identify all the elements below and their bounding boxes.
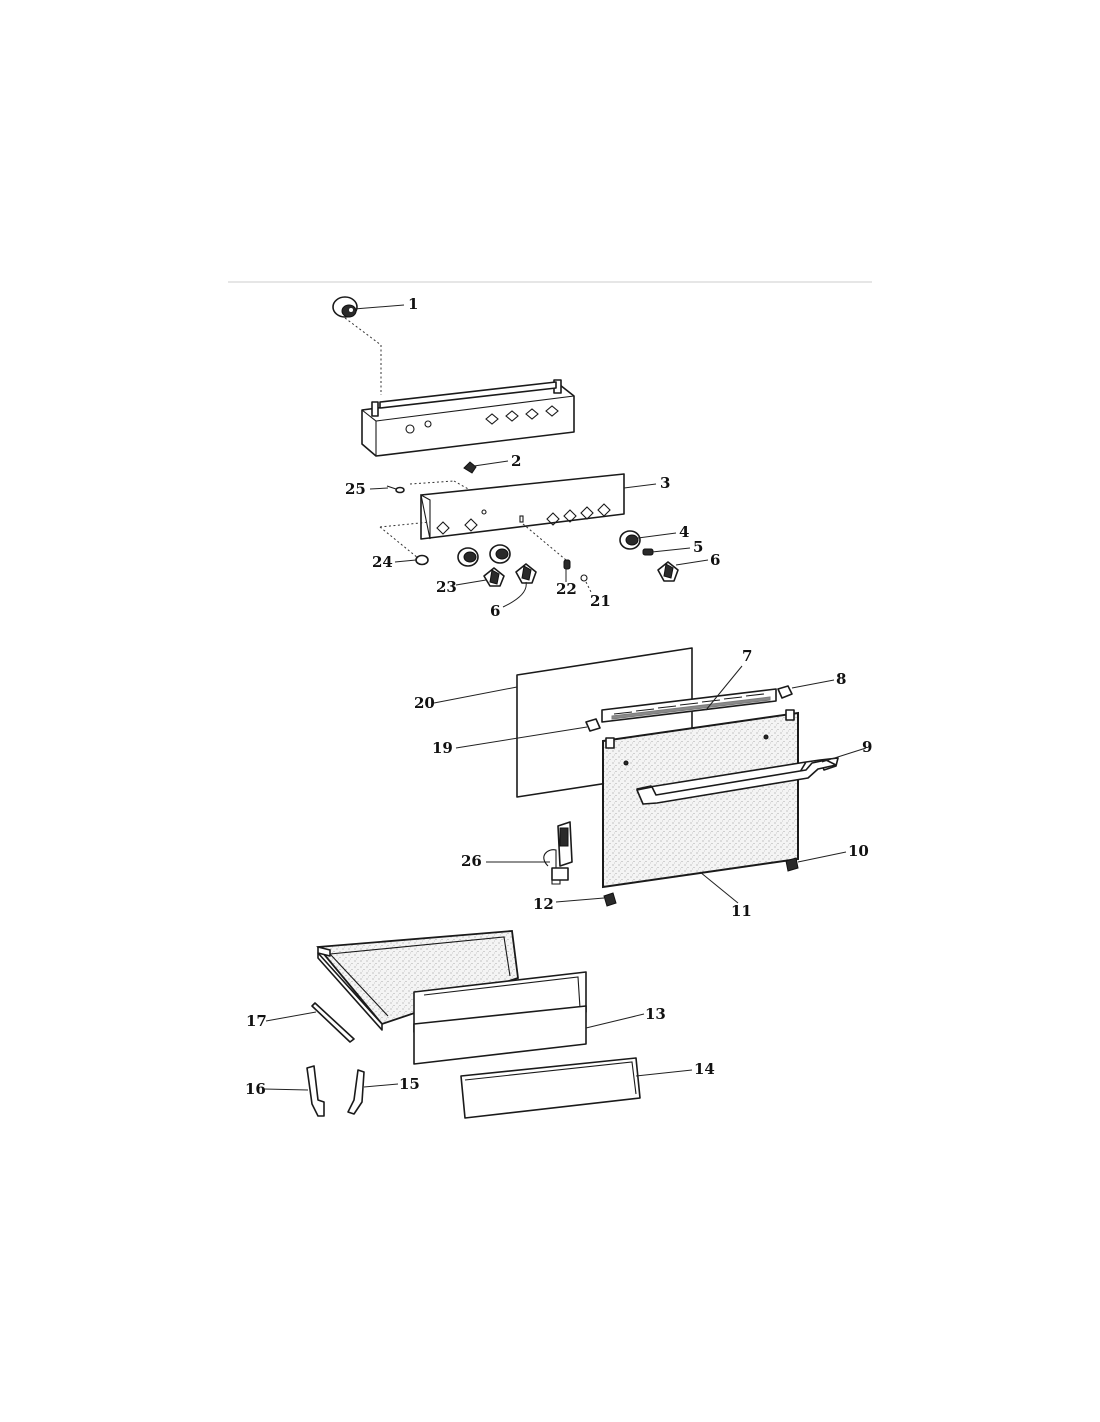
callout-9: 9 <box>862 738 872 756</box>
part-15-bracket <box>347 1069 365 1115</box>
callout-11: 11 <box>731 902 752 920</box>
callout-13: 13 <box>645 1005 666 1023</box>
dotted-guide-22 <box>522 523 567 561</box>
part-4-knob-base <box>619 530 641 550</box>
callout-26: 26 <box>461 852 482 870</box>
callout-10: 10 <box>848 842 869 860</box>
part-1-knob <box>332 296 358 318</box>
dotted-guide-25b <box>453 480 471 491</box>
part-23-knob <box>483 567 505 587</box>
part-19-clip <box>585 718 601 732</box>
callout-numbers: 1 2 3 4 5 6 6 7 8 9 10 11 12 13 14 15 16… <box>245 295 872 1098</box>
callout-6-left: 6 <box>490 602 500 620</box>
callout-16: 16 <box>245 1080 266 1098</box>
part-25-pin <box>386 485 405 494</box>
callout-19: 19 <box>432 739 453 757</box>
part-3-front-control-panel <box>420 473 625 540</box>
part-9-handle <box>636 757 839 805</box>
dotted-guide-24b <box>379 526 419 559</box>
part-2-clip <box>463 461 477 474</box>
callout-6-right: 6 <box>710 551 720 569</box>
callout-17: 17 <box>246 1012 267 1030</box>
callout-12: 12 <box>533 895 554 913</box>
drawer-tray <box>316 930 519 1031</box>
callout-21: 21 <box>590 592 611 610</box>
part-5-spring <box>642 548 654 556</box>
part-22-spring <box>563 559 571 570</box>
part-21-washer <box>580 574 588 582</box>
part-6-knob-right <box>657 561 679 582</box>
knob-base-left-1 <box>457 547 479 567</box>
part-14-front-cover <box>460 1057 641 1119</box>
knob-base-left-2 <box>489 544 511 564</box>
callout-7: 7 <box>742 647 752 665</box>
control-panel-bracket <box>361 379 575 457</box>
part-11-door-panel <box>602 709 799 889</box>
dotted-guide-25 <box>409 480 455 485</box>
callout-24: 24 <box>372 553 393 571</box>
part-6-knob-left <box>515 563 537 584</box>
callout-14: 14 <box>694 1060 715 1078</box>
callout-3: 3 <box>660 474 670 492</box>
dotted-guide-knob <box>344 317 382 346</box>
callout-5: 5 <box>693 538 703 556</box>
callout-23: 23 <box>436 578 457 596</box>
part-10-clip <box>785 857 799 872</box>
callout-15: 15 <box>399 1075 420 1093</box>
callout-2: 2 <box>511 452 521 470</box>
part-12-clip <box>603 892 617 907</box>
part-17-runner <box>311 1002 355 1043</box>
part-16-bracket <box>306 1065 325 1117</box>
dotted-guide-24a <box>379 521 431 528</box>
leader-lines <box>263 304 867 1091</box>
callout-25: 25 <box>345 480 366 498</box>
callout-20: 20 <box>414 694 435 712</box>
drawer-front <box>413 971 587 1065</box>
callout-4: 4 <box>679 523 689 541</box>
part-24-lamp <box>415 554 429 566</box>
callout-8: 8 <box>836 670 846 688</box>
callout-22: 22 <box>556 580 577 598</box>
part-8-clip <box>777 685 793 699</box>
part-26-hinge <box>543 821 573 885</box>
callout-1: 1 <box>408 295 418 313</box>
